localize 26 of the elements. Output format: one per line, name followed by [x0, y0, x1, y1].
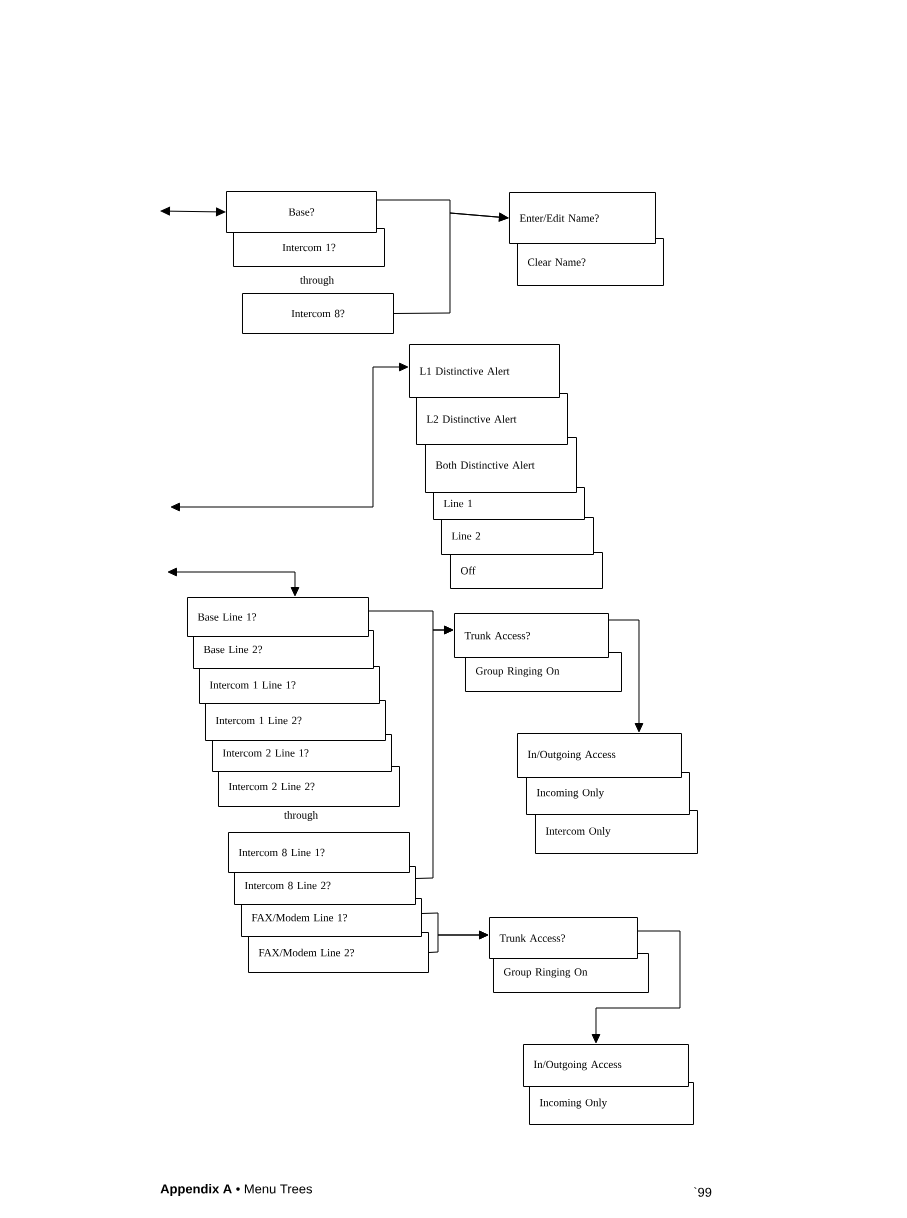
menu-box: In/Outgoing Access — [517, 733, 682, 778]
menu-box: Trunk Access? — [489, 917, 638, 959]
footer-text: Appendix A • Menu Trees — [160, 1183, 313, 1197]
menu-box: Intercom 8? — [242, 293, 394, 334]
arrow — [428, 930, 489, 953]
annotation-text: through — [300, 276, 334, 286]
menu-box: Base Line 1? — [187, 597, 369, 637]
menu-box: L1 Distinctive Alert — [409, 344, 560, 398]
menu-box: Intercom 1 Line 1? — [199, 666, 380, 704]
arrow — [170, 362, 409, 512]
page-number: `99 — [693, 1187, 712, 1197]
menu-box: Trunk Access? — [454, 613, 609, 658]
annotation-text: through — [284, 811, 318, 821]
arrow — [167, 567, 300, 597]
menu-box: Intercom 1 Line 2? — [205, 700, 386, 741]
arrow — [160, 206, 226, 217]
arrow — [608, 619, 644, 733]
arrow — [393, 212, 509, 314]
menu-box: Line 2 — [441, 517, 594, 555]
arrow — [415, 625, 454, 879]
menu-box: Base? — [226, 191, 377, 233]
menu-box: In/Outgoing Access — [523, 1044, 689, 1087]
menu-box: Intercom 8 Line 1? — [228, 832, 410, 873]
arrow — [591, 930, 681, 1044]
menu-box: Enter/Edit Name? — [509, 192, 656, 244]
menu-box: Off — [450, 552, 603, 589]
